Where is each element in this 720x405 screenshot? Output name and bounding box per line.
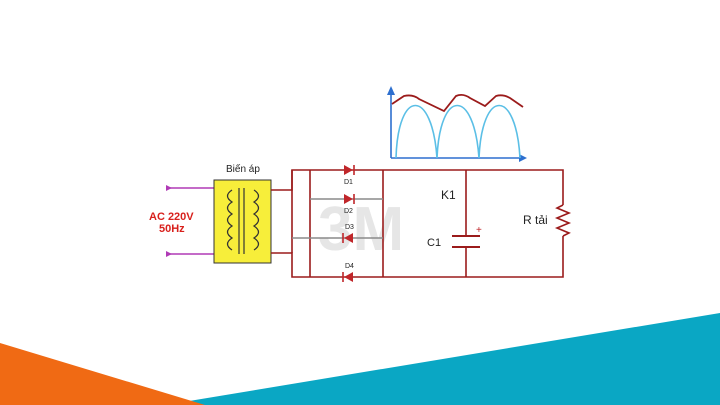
capacitor-plus-sign: + bbox=[476, 225, 482, 236]
diode-d1: D1 bbox=[344, 165, 355, 186]
diode-d3: D3 bbox=[342, 224, 354, 243]
primary-coil bbox=[226, 189, 234, 251]
circuit-wiring bbox=[271, 169, 564, 278]
capacitor-label: C1 bbox=[427, 237, 441, 249]
ripple-wave bbox=[391, 93, 524, 113]
waveform-graph bbox=[387, 86, 527, 162]
switch-label: K1 bbox=[441, 188, 456, 202]
transformer-label: Biến áp bbox=[226, 163, 260, 175]
watermark: 3M bbox=[318, 195, 404, 264]
graph-x-arrow bbox=[519, 154, 527, 162]
diode-d1-label: D1 bbox=[344, 179, 353, 186]
orange-band bbox=[0, 343, 205, 405]
ac-frequency-label: 50Hz bbox=[159, 223, 185, 235]
capacitor-c1: + C1 bbox=[427, 225, 482, 249]
load-resistor: R tải bbox=[523, 204, 572, 237]
diode-d2: D2 bbox=[344, 194, 355, 215]
diode-d4-label: D4 bbox=[345, 263, 354, 270]
secondary-coil bbox=[252, 189, 260, 251]
ac-voltage-label: AC 220V bbox=[149, 211, 194, 223]
ac-source: AC 220V 50Hz bbox=[149, 185, 215, 257]
graph-y-arrow bbox=[387, 86, 395, 95]
diode-d4: D4 bbox=[342, 263, 354, 282]
diode-d3-label: D3 bbox=[345, 224, 354, 231]
load-label: R tải bbox=[523, 213, 548, 227]
diode-d2-label: D2 bbox=[344, 208, 353, 215]
transformer: Biến áp bbox=[213, 163, 272, 264]
rectified-wave bbox=[395, 104, 521, 159]
teal-band bbox=[165, 313, 720, 405]
